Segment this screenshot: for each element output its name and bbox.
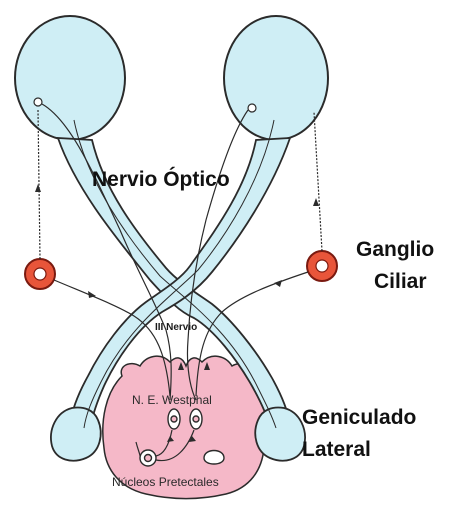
optic-nerve-label: Nervio Óptico	[92, 167, 230, 191]
right-eye	[224, 16, 328, 140]
ciliary-ganglion-label-line2: Ciliar	[374, 270, 427, 293]
right-ciliary-ganglion	[307, 251, 337, 281]
lateral-geniculate-label-line2: Lateral	[302, 438, 371, 461]
left-ciliary-ganglion	[25, 259, 55, 289]
ciliary-ganglion-label-line1: Ganglio	[356, 238, 434, 261]
pretectal-nuclei-label: Núcleos Pretectales	[112, 475, 219, 489]
third-nerve-label: III Nervio	[155, 322, 197, 333]
edinger-westphal-label: N. E. Westphal	[132, 393, 212, 407]
left-lateral-geniculate	[51, 408, 101, 461]
left-eye	[15, 16, 125, 140]
lateral-geniculate-label-line1: Geniculado	[302, 406, 416, 429]
right-lateral-geniculate	[255, 408, 305, 461]
